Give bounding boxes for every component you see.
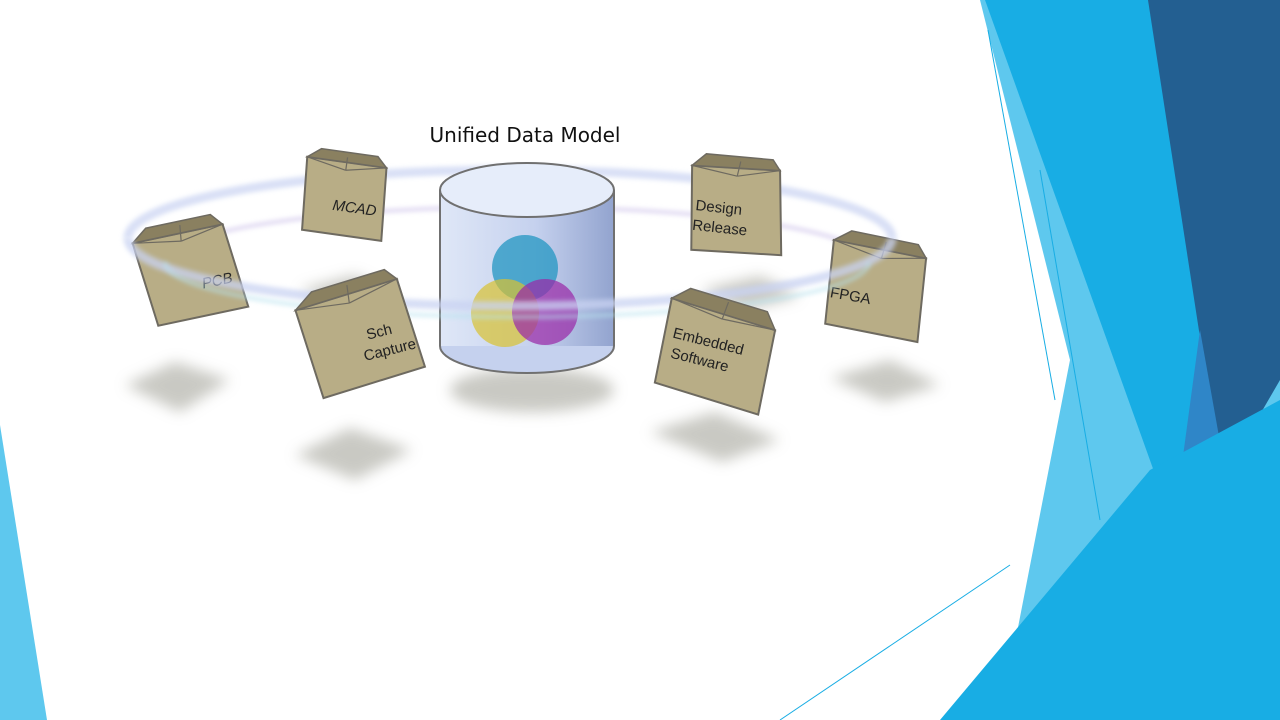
module-cube-mcad: MCAD [300,147,389,243]
module-label-mcad: MCAD [331,197,377,220]
decor-shape-bottom [940,400,1280,720]
venn-circles [471,235,578,347]
decor-left [0,425,47,720]
venn-circle-purple [512,279,578,345]
decor-shape-mid [985,0,1225,530]
diagram-title: Unified Data Model [430,123,621,147]
orbit-ring-front [123,237,897,319]
module-label-sch-capture-1: Sch [365,321,394,344]
module-label-fpga: FPGA [829,284,872,308]
data-model-cylinder [439,162,615,374]
module-label-design-release-1: Design [695,197,743,219]
decor-line-2 [1039,169,1101,521]
decor-right [779,0,1280,720]
module-cube-design-release: Design Release [690,153,783,257]
decor-line-1 [987,29,1056,401]
decor-shape-dark [1148,0,1280,480]
module-cube-embedded-software: Embedded Software [653,287,777,416]
module-label-design-release-2: Release [691,217,748,240]
decor-line-3 [779,564,1011,720]
module-cube-sch-capture: Sch Capture [293,268,427,400]
